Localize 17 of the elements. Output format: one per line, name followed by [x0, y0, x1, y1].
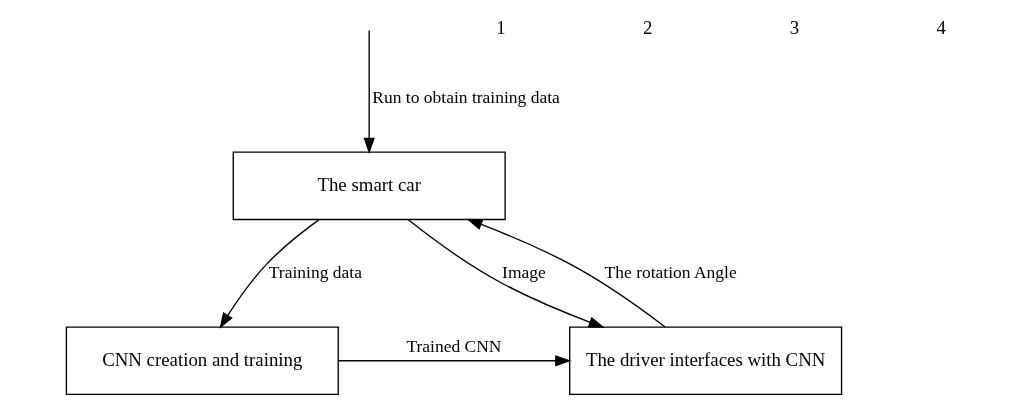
edge-label: Training data: [268, 261, 362, 282]
label: 1: [496, 17, 506, 39]
arrow: [363, 29, 375, 154]
edge-label: Trained CNN: [406, 335, 502, 356]
node-box: The smart car: [232, 151, 506, 221]
label: 3: [789, 17, 800, 39]
label: 4: [936, 17, 946, 39]
node-box: CNN creation and training: [65, 326, 339, 396]
arrow: [466, 218, 666, 328]
label: 2: [643, 17, 653, 39]
edge-label: The rotation Angle: [604, 261, 737, 282]
node-box: The driver interfaces with CNN: [569, 326, 843, 396]
edge-label: Image: [502, 261, 546, 282]
edge-label: Run to obtain training data: [372, 86, 560, 107]
arrow: [337, 355, 572, 367]
arrow: [407, 219, 605, 328]
arrow: [219, 218, 320, 329]
